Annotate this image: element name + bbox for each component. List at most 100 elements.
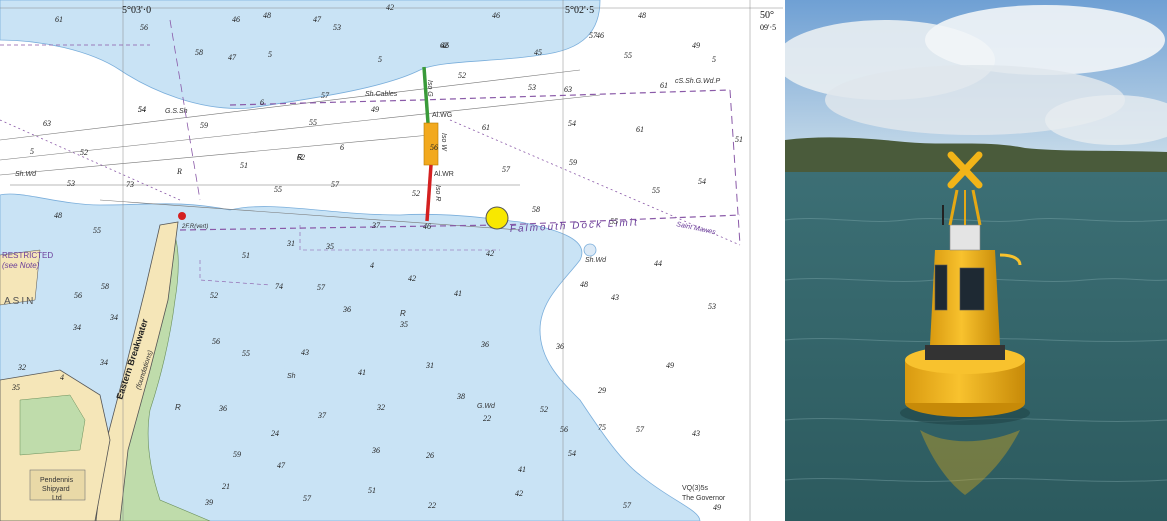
depth-sounding: 5 bbox=[712, 55, 716, 64]
seabed-csshgwdp: cS.Sh.G.Wd.P bbox=[675, 78, 720, 85]
depth-sounding: 57 bbox=[636, 425, 645, 434]
see-note-label: (see Note) bbox=[2, 261, 40, 270]
depth-sounding: 56 bbox=[560, 425, 568, 434]
depth-sounding: 54 bbox=[138, 105, 146, 114]
depth-sounding: 36 bbox=[371, 446, 380, 455]
depth-sounding: 48 bbox=[54, 211, 62, 220]
nautical-chart: 5°03'·0 5°02'·5 50° 09'·5 Falmouth Dock … bbox=[0, 0, 783, 521]
depth-sounding: 29 bbox=[598, 386, 606, 395]
seabed-r: R bbox=[297, 153, 303, 162]
depth-sounding: 74 bbox=[275, 282, 283, 291]
depth-sounding: 31 bbox=[286, 239, 295, 248]
deeper-area bbox=[283, 254, 504, 449]
depth-sounding: 47 bbox=[228, 53, 237, 62]
depth-sounding: 42 bbox=[408, 274, 416, 283]
depth-sounding: 61 bbox=[482, 123, 490, 132]
depth-sounding: 49 bbox=[692, 41, 700, 50]
nautical-chart-panel: 5°03'·0 5°02'·5 50° 09'·5 Falmouth Dock … bbox=[0, 0, 783, 521]
depth-sounding: 31 bbox=[425, 361, 434, 370]
depth-sounding: 35 bbox=[325, 242, 334, 251]
light-alwg-label: Al.WG bbox=[432, 112, 452, 119]
depth-sounding: 38 bbox=[456, 392, 465, 401]
depth-sounding: 55 bbox=[93, 226, 101, 235]
seabed-sh-wd: Sh.Wd bbox=[15, 171, 37, 178]
depth-sounding: 75 bbox=[598, 423, 606, 432]
depth-sounding: 37 bbox=[371, 221, 381, 230]
depth-sounding: 36 bbox=[480, 340, 489, 349]
depth-sounding: 35 bbox=[399, 320, 408, 329]
depth-sounding: 52 bbox=[210, 291, 218, 300]
depth-sounding: 39 bbox=[204, 498, 213, 507]
depth-sounding: 52 bbox=[540, 405, 548, 414]
depth-sounding: 46 bbox=[492, 11, 500, 20]
depth-sounding: 37 bbox=[317, 411, 327, 420]
depth-sounding: 34 bbox=[99, 358, 108, 367]
depth-sounding: 43 bbox=[301, 348, 309, 357]
depth-sounding: 59 bbox=[233, 450, 241, 459]
depth-sounding: 61 bbox=[660, 81, 668, 90]
depth-sounding: 53 bbox=[67, 179, 75, 188]
depth-sounding: 57 bbox=[331, 180, 340, 189]
depth-sounding: 61 bbox=[636, 125, 644, 134]
depth-sounding: 52 bbox=[458, 71, 466, 80]
seabed-sh-cables: Sh.Cables bbox=[365, 91, 398, 98]
seabed-gs-sh: G.S.Sh bbox=[165, 108, 188, 115]
depth-sounding: 43 bbox=[692, 429, 700, 438]
seabed-r2: R bbox=[400, 309, 406, 318]
depth-sounding: 5 bbox=[30, 147, 34, 156]
depth-sounding: 59 bbox=[200, 121, 208, 130]
depth-sounding: 54 bbox=[568, 449, 576, 458]
depth-sounding: 55 bbox=[610, 217, 618, 226]
depth-sounding: 6 bbox=[260, 98, 264, 107]
depth-sounding: 41 bbox=[358, 368, 366, 377]
light-2fr-label: 2F.R(vert) bbox=[181, 224, 208, 230]
depth-sounding: 45 bbox=[534, 48, 542, 57]
coord-lon-right: 5°02'·5 bbox=[565, 5, 594, 16]
depth-sounding: 54 bbox=[138, 105, 146, 114]
depth-sounding: 58 bbox=[532, 205, 540, 214]
depth-sounding: 62 bbox=[440, 41, 448, 50]
depth-sounding: 42 bbox=[486, 249, 494, 258]
depth-sounding: 62 bbox=[297, 153, 305, 162]
seabed-r3: R bbox=[175, 403, 181, 412]
light-iso-g-label: Iso G bbox=[426, 80, 433, 97]
coord-lat-min: 09'·5 bbox=[760, 23, 776, 32]
depth-sounding: 4 bbox=[370, 261, 374, 270]
depth-sounding: 34 bbox=[109, 313, 118, 322]
depth-sounding: 57 bbox=[303, 494, 312, 503]
depth-sounding: 56 bbox=[212, 337, 220, 346]
seabed-gwd: G.Wd bbox=[477, 403, 496, 410]
depth-sounding: 36 bbox=[218, 404, 227, 413]
sector-green bbox=[422, 66, 430, 124]
buoy-position-marker bbox=[485, 206, 509, 230]
depth-sounding: 51 bbox=[242, 251, 250, 260]
depth-sounding: 41 bbox=[454, 289, 462, 298]
depth-sounding: 44 bbox=[654, 259, 662, 268]
depth-sounding: 42 bbox=[515, 489, 523, 498]
depth-sounding: 32 bbox=[17, 363, 26, 372]
depth-sounding: 47 bbox=[313, 15, 322, 24]
coord-lon-left: 5°03'·0 bbox=[122, 5, 151, 16]
depth-sounding: 36 bbox=[555, 342, 564, 351]
seabed-sh-wd2: Sh.Wd bbox=[585, 257, 607, 264]
depth-sounding: 49 bbox=[371, 105, 379, 114]
depth-sounding: 59 bbox=[569, 158, 577, 167]
depth-sounding: 24 bbox=[271, 429, 279, 438]
depth-sounding: 22 bbox=[428, 501, 436, 510]
depth-sounding: R bbox=[176, 167, 182, 176]
light-governor-code-label: VQ(3)5s bbox=[682, 485, 709, 492]
depth-sounding: 53 bbox=[708, 302, 716, 311]
depth-sounding: 46 bbox=[423, 222, 431, 231]
light-iso-w-label: Iso W bbox=[440, 133, 447, 152]
depth-sounding: 58 bbox=[195, 48, 203, 57]
depth-sounding: 57 bbox=[317, 283, 326, 292]
depth-sounding: 41 bbox=[518, 465, 526, 474]
depth-sounding: 63 bbox=[564, 85, 572, 94]
depth-sounding: 48 bbox=[263, 11, 271, 20]
depth-sounding: 54 bbox=[568, 119, 576, 128]
light-alwr-label: Al.WR bbox=[434, 171, 454, 178]
ltd-label: Ltd bbox=[52, 495, 62, 502]
buoy-topmark-x-icon bbox=[947, 151, 983, 189]
depth-sounding: 46 bbox=[596, 31, 604, 40]
depth-sounding: 55 bbox=[274, 185, 282, 194]
